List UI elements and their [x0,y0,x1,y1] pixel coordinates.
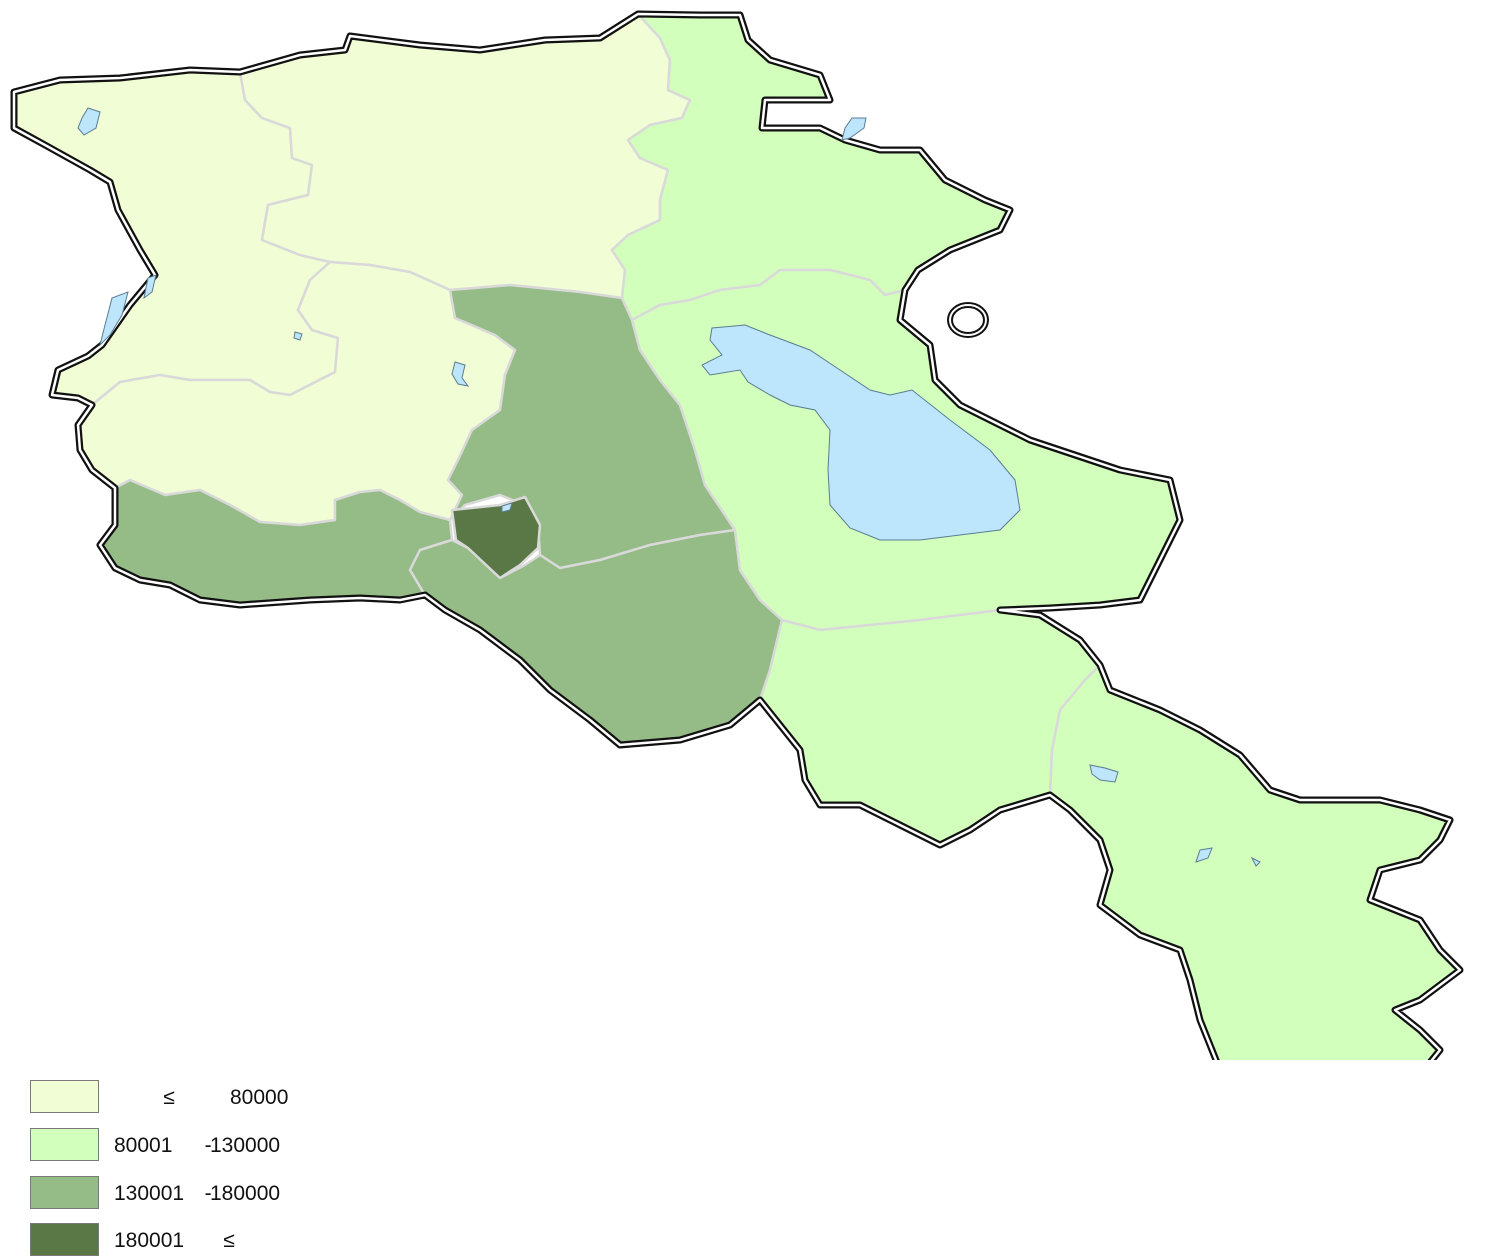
country-border-inner [12,12,1462,1060]
yerevan-region [450,495,542,580]
legend-operator-4: ≤ [223,1229,235,1252]
armenia-choropleth-map [10,10,1464,1060]
lake-sevan [701,324,1021,541]
map-legend: ≤ 80000 80001 - 130000 130001 - 180000 1… [30,1080,350,1258]
legend-swatch-3 [30,1176,99,1209]
lake-north [841,117,867,141]
legend-low-4: 180001 [114,1229,185,1252]
legend-item-1: ≤ 80000 [30,1080,350,1116]
legend-operator-2: - [204,1134,218,1157]
legend-operator-3: - [204,1182,218,1205]
legend-swatch-4 [30,1223,99,1256]
legend-swatch-2 [30,1128,99,1161]
lake-vayots [1089,764,1119,783]
vayots-dzor-region [758,608,1102,847]
legend-high-1: 80000 [230,1086,289,1109]
legend-item-2: 80001 - 130000 [30,1128,350,1164]
legend-high-3: 180000 [210,1182,281,1205]
lake-syunik-2 [1250,856,1261,867]
lake-akhuryan [99,291,129,347]
legend-item-3: 130001 - 180000 [30,1176,350,1212]
lake-small-1 [293,331,303,341]
lake-arpi [77,107,101,136]
legend-low-2: 80001 [114,1134,173,1157]
legend-low-3: 130001 [114,1182,185,1205]
lake-yerevan [501,502,513,513]
legend-operator-1: ≤ [163,1086,175,1109]
legend-swatch-1 [30,1080,99,1113]
exclave-outline-inner [949,304,987,336]
lake-syunik-1 [1195,847,1213,863]
legend-item-4: 180001 ≤ [30,1223,350,1259]
lake-akhuryan-2 [143,274,157,300]
ararat-region [408,528,784,747]
legend-high-2: 130000 [210,1134,281,1157]
lake-aparan [451,361,470,387]
